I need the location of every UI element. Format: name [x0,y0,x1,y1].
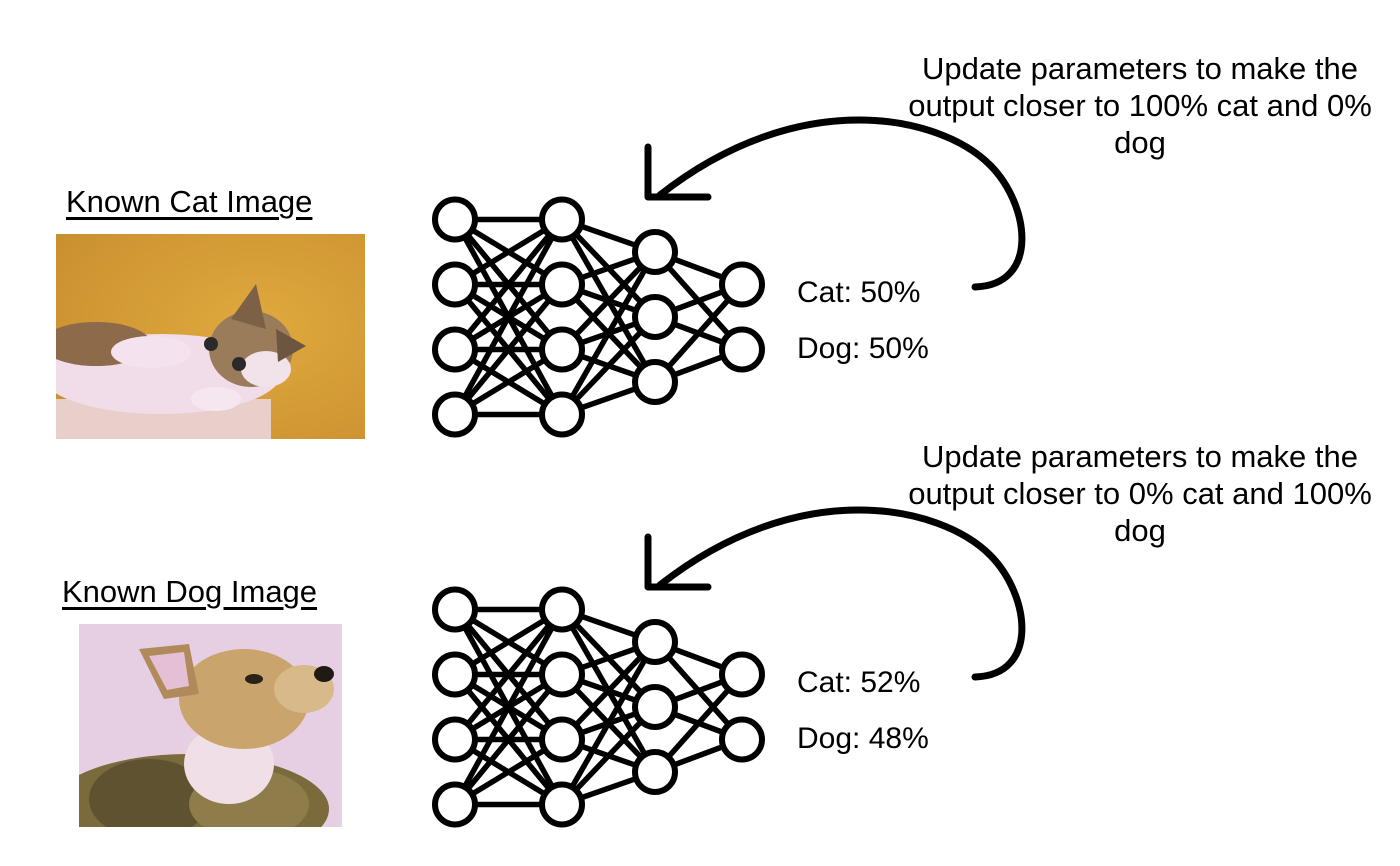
neuron-layer2-1 [632,684,678,730]
neuron-layer0-1 [432,261,478,308]
neuron-layer0-0 [432,586,478,633]
neural-network-graph [432,586,765,828]
update-note: Update parameters to make the output clo… [908,439,1372,548]
dog-image-label: Known Dog Image [62,574,318,609]
cat-output-label: Cat: 50% [797,276,921,309]
cat-photo [56,234,365,439]
neuron-layer0-0 [432,196,478,243]
dog-output-label: Dog: 50% [797,332,929,365]
backprop-arrow-icon [620,485,1040,685]
neural-network [420,580,780,835]
connection-0-2-0 [452,217,565,352]
dog-output-label: Dog: 48% [797,722,929,755]
neuron-layer3-0 [719,651,765,698]
neuron-layer3-1 [719,716,765,763]
cat-output-label: Cat: 52% [797,666,921,699]
neuron-layer0-2 [432,716,478,763]
neuron-layer2-0 [632,619,678,665]
neuron-layer1-1 [539,651,585,698]
neuron-layer0-2 [432,326,478,373]
neuron-layer3-0 [719,261,765,308]
connection-0-3-0 [452,218,565,416]
update-note: Update parameters to make the output clo… [908,51,1372,160]
neural-network-graph [432,196,765,438]
dog-photo [79,624,342,827]
neuron-layer1-0 [539,586,585,633]
neuron-layer3-1 [719,326,765,373]
neural-network [420,190,780,445]
neuron-layer2-2 [632,749,678,795]
neuron-layer2-0 [632,229,678,275]
neuron-layer0-3 [432,781,478,828]
neuron-layer1-2 [539,326,585,373]
connection-0-2-0 [452,607,565,742]
connection-0-3-1 [452,282,565,417]
neuron-layer1-0 [539,196,585,243]
neuron-layer1-3 [539,391,585,438]
neuron-layer0-3 [432,391,478,438]
neuron-layer1-1 [539,261,585,308]
connection-1-3-0 [559,640,658,806]
connection-0-3-1 [452,672,565,807]
dog-example-panel: Known Dog Image Cat: 52% Dog: 48% Update… [0,390,1400,828]
connection-0-3-0 [452,608,565,806]
neuron-layer2-2 [632,359,678,405]
neuron-layer2-1 [632,294,678,340]
neuron-layer1-2 [539,716,585,763]
neuron-layer0-1 [432,651,478,698]
connection-1-3-0 [559,250,658,416]
cat-example-panel: Known Cat Image [0,0,1400,439]
backprop-arrow-icon [620,95,1040,295]
cat-image-label: Known Cat Image [66,184,313,219]
neuron-layer1-3 [539,781,585,828]
